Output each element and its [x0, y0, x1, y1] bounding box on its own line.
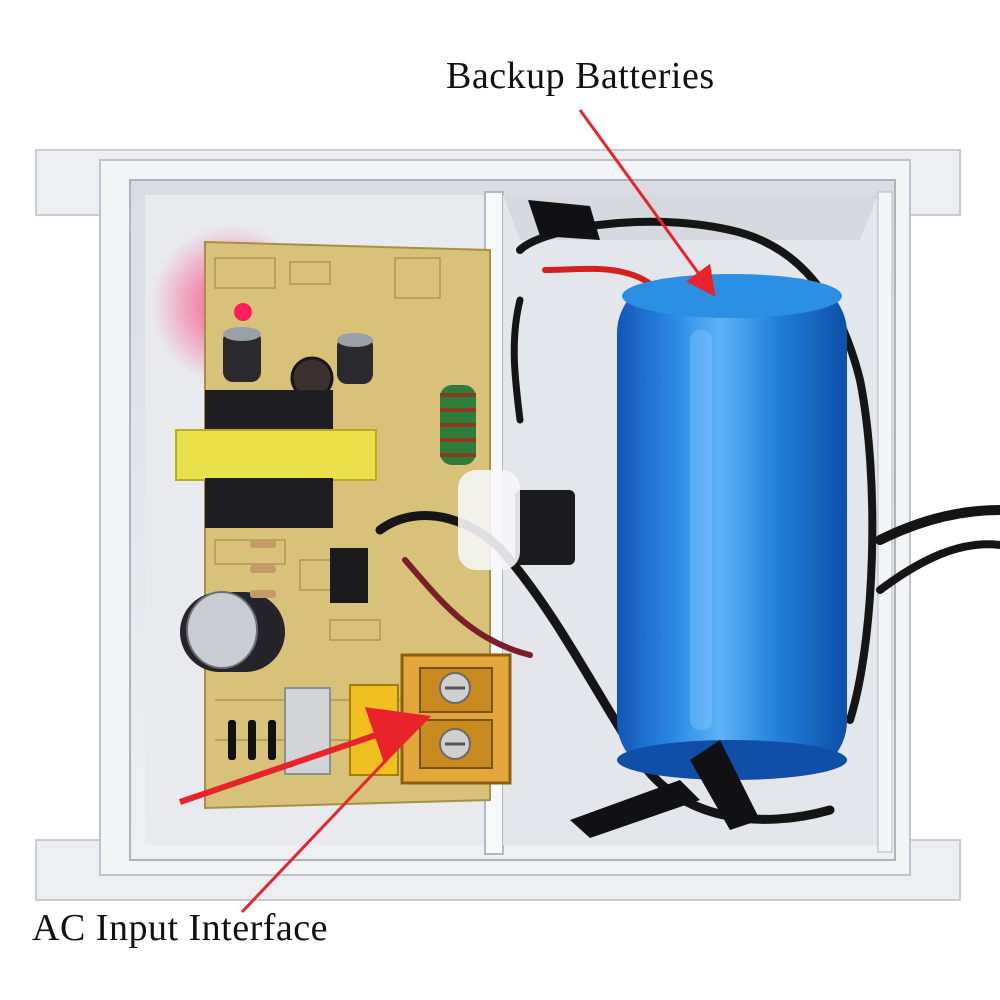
hot-glue [458, 470, 520, 570]
connector [515, 490, 575, 565]
annotation-arrows [179, 109, 716, 914]
ac-input-arrow [179, 707, 432, 805]
backup-batteries-label: Backup Batteries [446, 55, 715, 97]
circuit-board [175, 240, 512, 810]
backup-batteries-arrow [578, 109, 716, 297]
transformer [175, 390, 377, 528]
capacitor [337, 333, 373, 384]
capacitor [223, 327, 261, 382]
zip-tie [528, 200, 760, 838]
backup-battery [617, 274, 847, 780]
inductor-coil [440, 385, 476, 465]
led-indicator [234, 303, 252, 321]
large-capacitor [180, 591, 285, 672]
ic-chip [330, 548, 368, 603]
resistors [228, 540, 276, 760]
ac-input-interface-label: AC Input Interface [32, 907, 328, 949]
ac-input-pointer [240, 733, 412, 914]
